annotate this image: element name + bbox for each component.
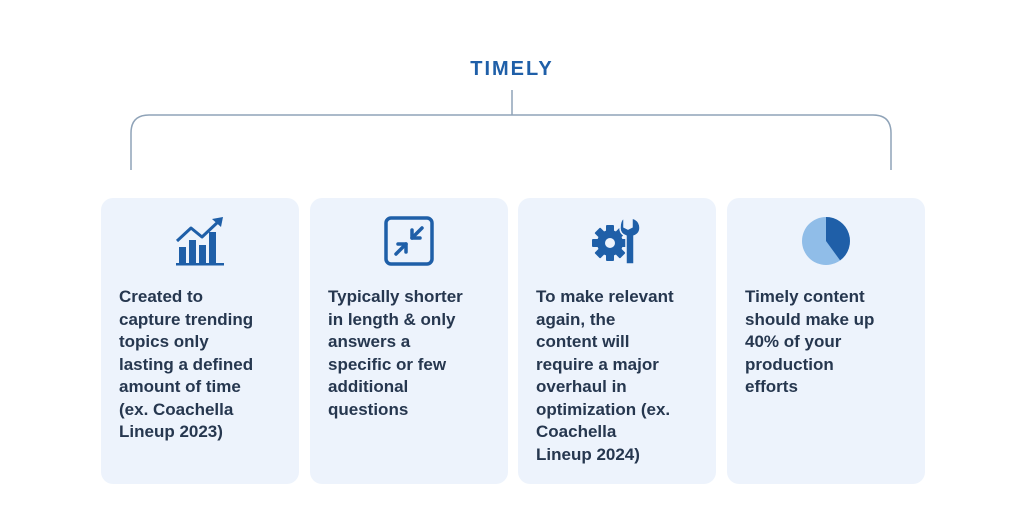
bar-chart-growth-icon [101, 216, 299, 266]
card-text: Typically shorter in length & only answe… [328, 287, 463, 419]
card-text: To make relevant again, the content will… [536, 287, 674, 464]
card-production: Timely content should make up 40% of you… [727, 198, 925, 484]
card-trending: Created to capture trending topics only … [101, 198, 299, 484]
card-optimization: To make relevant again, the content will… [518, 198, 716, 484]
diagram-title: TIMELY [470, 58, 554, 80]
bracket-connector [130, 90, 892, 170]
card-text: Created to capture trending topics only … [119, 287, 254, 441]
card-text: Timely content should make up 40% of you… [745, 287, 875, 396]
card-length: Typically shorter in length & only answe… [310, 198, 508, 484]
gear-wrench-icon [518, 216, 716, 266]
pie-chart-icon [727, 216, 925, 266]
shrink-arrows-icon [310, 216, 508, 266]
